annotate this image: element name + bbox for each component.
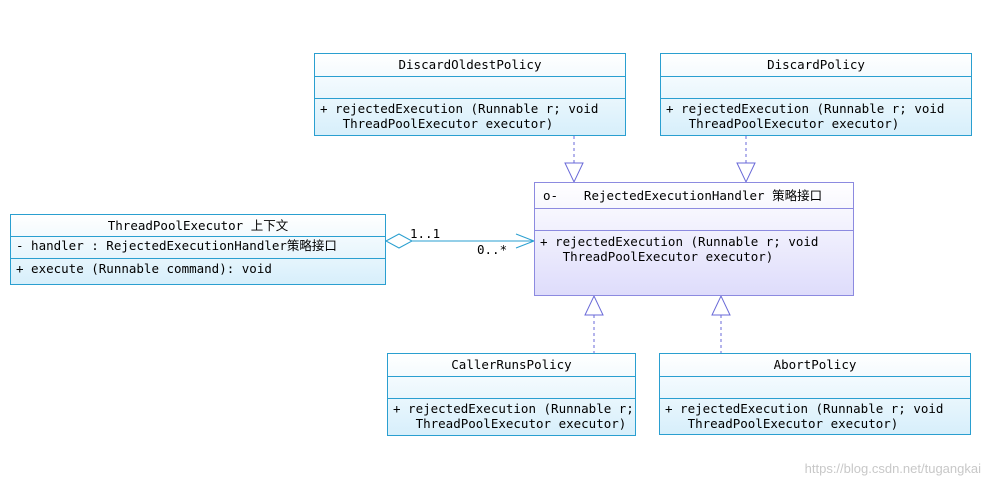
operation-line: ThreadPoolExecutor executor) <box>665 416 899 431</box>
realization-arrowhead-caller-runs <box>584 294 604 316</box>
attribute-line: - handler : RejectedExecutionHandler策略接口 <box>16 238 337 253</box>
compartment-divider <box>660 376 970 377</box>
compartment-divider <box>535 230 853 231</box>
operation-line: ThreadPoolExecutor executor) <box>666 116 900 131</box>
compartment-divider <box>315 76 625 77</box>
class-name: AbortPolicy <box>773 357 857 372</box>
class-caller-runs-policy[interactable]: CallerRunsPolicy + rejectedExecution (Ru… <box>387 353 636 436</box>
operation-line: + rejectedExecution (Runnable r; void <box>540 234 819 249</box>
compartment-divider <box>11 236 385 237</box>
class-abort-policy[interactable]: AbortPolicy + rejectedExecution (Runnabl… <box>659 353 971 435</box>
interface-rejected-execution-handler[interactable]: o- RejectedExecutionHandler 策略接口 + rejec… <box>534 182 854 296</box>
class-thread-pool-executor[interactable]: ThreadPoolExecutor 上下文 - handler : Rejec… <box>10 214 386 285</box>
multiplicity-target: 0..* <box>477 242 508 257</box>
realization-arrowhead-abort <box>711 294 731 316</box>
compartment-divider <box>661 98 971 99</box>
class-name: CallerRunsPolicy <box>451 357 572 372</box>
operation-line: + rejectedExecution (Runnable r; void <box>320 101 599 116</box>
operation-line: ThreadPoolExecutor executor) <box>320 116 554 131</box>
class-name: ThreadPoolExecutor 上下文 <box>107 218 289 233</box>
realization-arrowhead-discard-oldest <box>564 162 584 184</box>
compartment-divider <box>11 258 385 259</box>
compartment-divider <box>535 208 853 209</box>
class-discard-policy[interactable]: DiscardPolicy + rejectedExecution (Runna… <box>660 53 972 136</box>
class-name: DiscardOldestPolicy <box>398 57 542 72</box>
multiplicity-source: 1..1 <box>410 226 441 241</box>
operation-line: + rejectedExecution (Runnable r; void <box>665 401 944 416</box>
watermark: https://blog.csdn.net/tugangkai <box>804 461 981 476</box>
compartment-divider <box>661 76 971 77</box>
compartment-divider <box>315 98 625 99</box>
operation-line: + rejectedExecution (Runnable r; void <box>666 101 945 116</box>
interface-name: RejectedExecutionHandler 策略接口 <box>583 188 823 203</box>
compartment-divider <box>388 398 635 399</box>
compartment-divider <box>660 398 970 399</box>
operation-line: + rejectedExecution (Runnable r; void <box>393 401 634 416</box>
operation-line: ThreadPoolExecutor executor) <box>393 416 627 431</box>
aggregation-diamond <box>384 233 414 249</box>
class-discard-oldest-policy[interactable]: DiscardOldestPolicy + rejectedExecution … <box>314 53 626 136</box>
compartment-divider <box>388 376 635 377</box>
class-name: DiscardPolicy <box>767 57 865 72</box>
operation-line: ThreadPoolExecutor executor) <box>540 249 774 264</box>
interface-header: o- RejectedExecutionHandler 策略接口 <box>535 183 853 203</box>
operation-line: + execute (Runnable command): void <box>16 261 272 276</box>
interface-stereotype-icon: o- <box>543 188 559 203</box>
realization-arrowhead-discard <box>736 162 756 184</box>
